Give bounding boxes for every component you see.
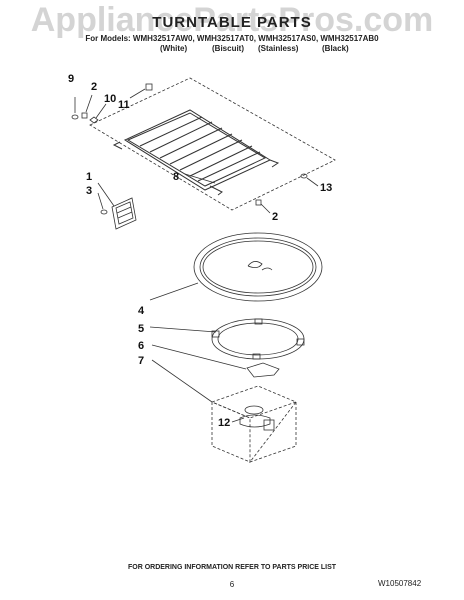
callout-2-upper: 2 [91, 81, 97, 93]
turntable-motor-12 [231, 405, 275, 431]
callout-4: 4 [138, 305, 145, 317]
screw-2-lower [255, 199, 271, 214]
vent-grille-1 [97, 182, 137, 230]
motor-enclosure [151, 359, 298, 463]
screw-9 [71, 97, 79, 120]
coupler-6 [151, 344, 280, 378]
callout-5: 5 [138, 323, 144, 335]
callout-12: 12 [218, 417, 230, 429]
variant-biscuit: (Biscuit) [212, 44, 244, 53]
callout-8: 8 [173, 171, 179, 183]
callout-11: 11 [118, 99, 130, 111]
glass-tray-4 [149, 232, 323, 302]
callout-3: 3 [86, 185, 92, 197]
watermark: AppliancePartsPros.com [30, 1, 434, 39]
page-title: TURNTABLE PARTS [152, 14, 312, 31]
page-number: 6 [229, 580, 235, 589]
screw-3 [97, 192, 108, 215]
variant-black: (Black) [322, 44, 349, 53]
document-number: W10507842 [378, 579, 422, 588]
callout-7: 7 [138, 355, 144, 367]
screw-13 [300, 173, 319, 187]
callout-10: 10 [104, 93, 116, 105]
rack-enclosure [89, 77, 336, 211]
turntable-rack [112, 109, 280, 196]
clip-2-upper [81, 94, 93, 119]
callout-2-lower: 2 [272, 211, 278, 223]
model-list: For Models: WMH32517AW0, WMH32517AT0, WM… [85, 34, 379, 43]
callout-1: 1 [86, 171, 92, 183]
roller-ring-5 [149, 318, 305, 360]
ordering-instruction: FOR ORDERING INFORMATION REFER TO PARTS … [127, 564, 337, 571]
variant-white: (White) [160, 44, 188, 53]
callout-6: 6 [138, 340, 144, 352]
callout-9: 9 [68, 73, 74, 85]
callout-13: 13 [320, 182, 332, 194]
clip-10 [89, 103, 107, 124]
variant-stainless: (Stainless) [258, 44, 299, 53]
bracket-11 [129, 83, 153, 99]
